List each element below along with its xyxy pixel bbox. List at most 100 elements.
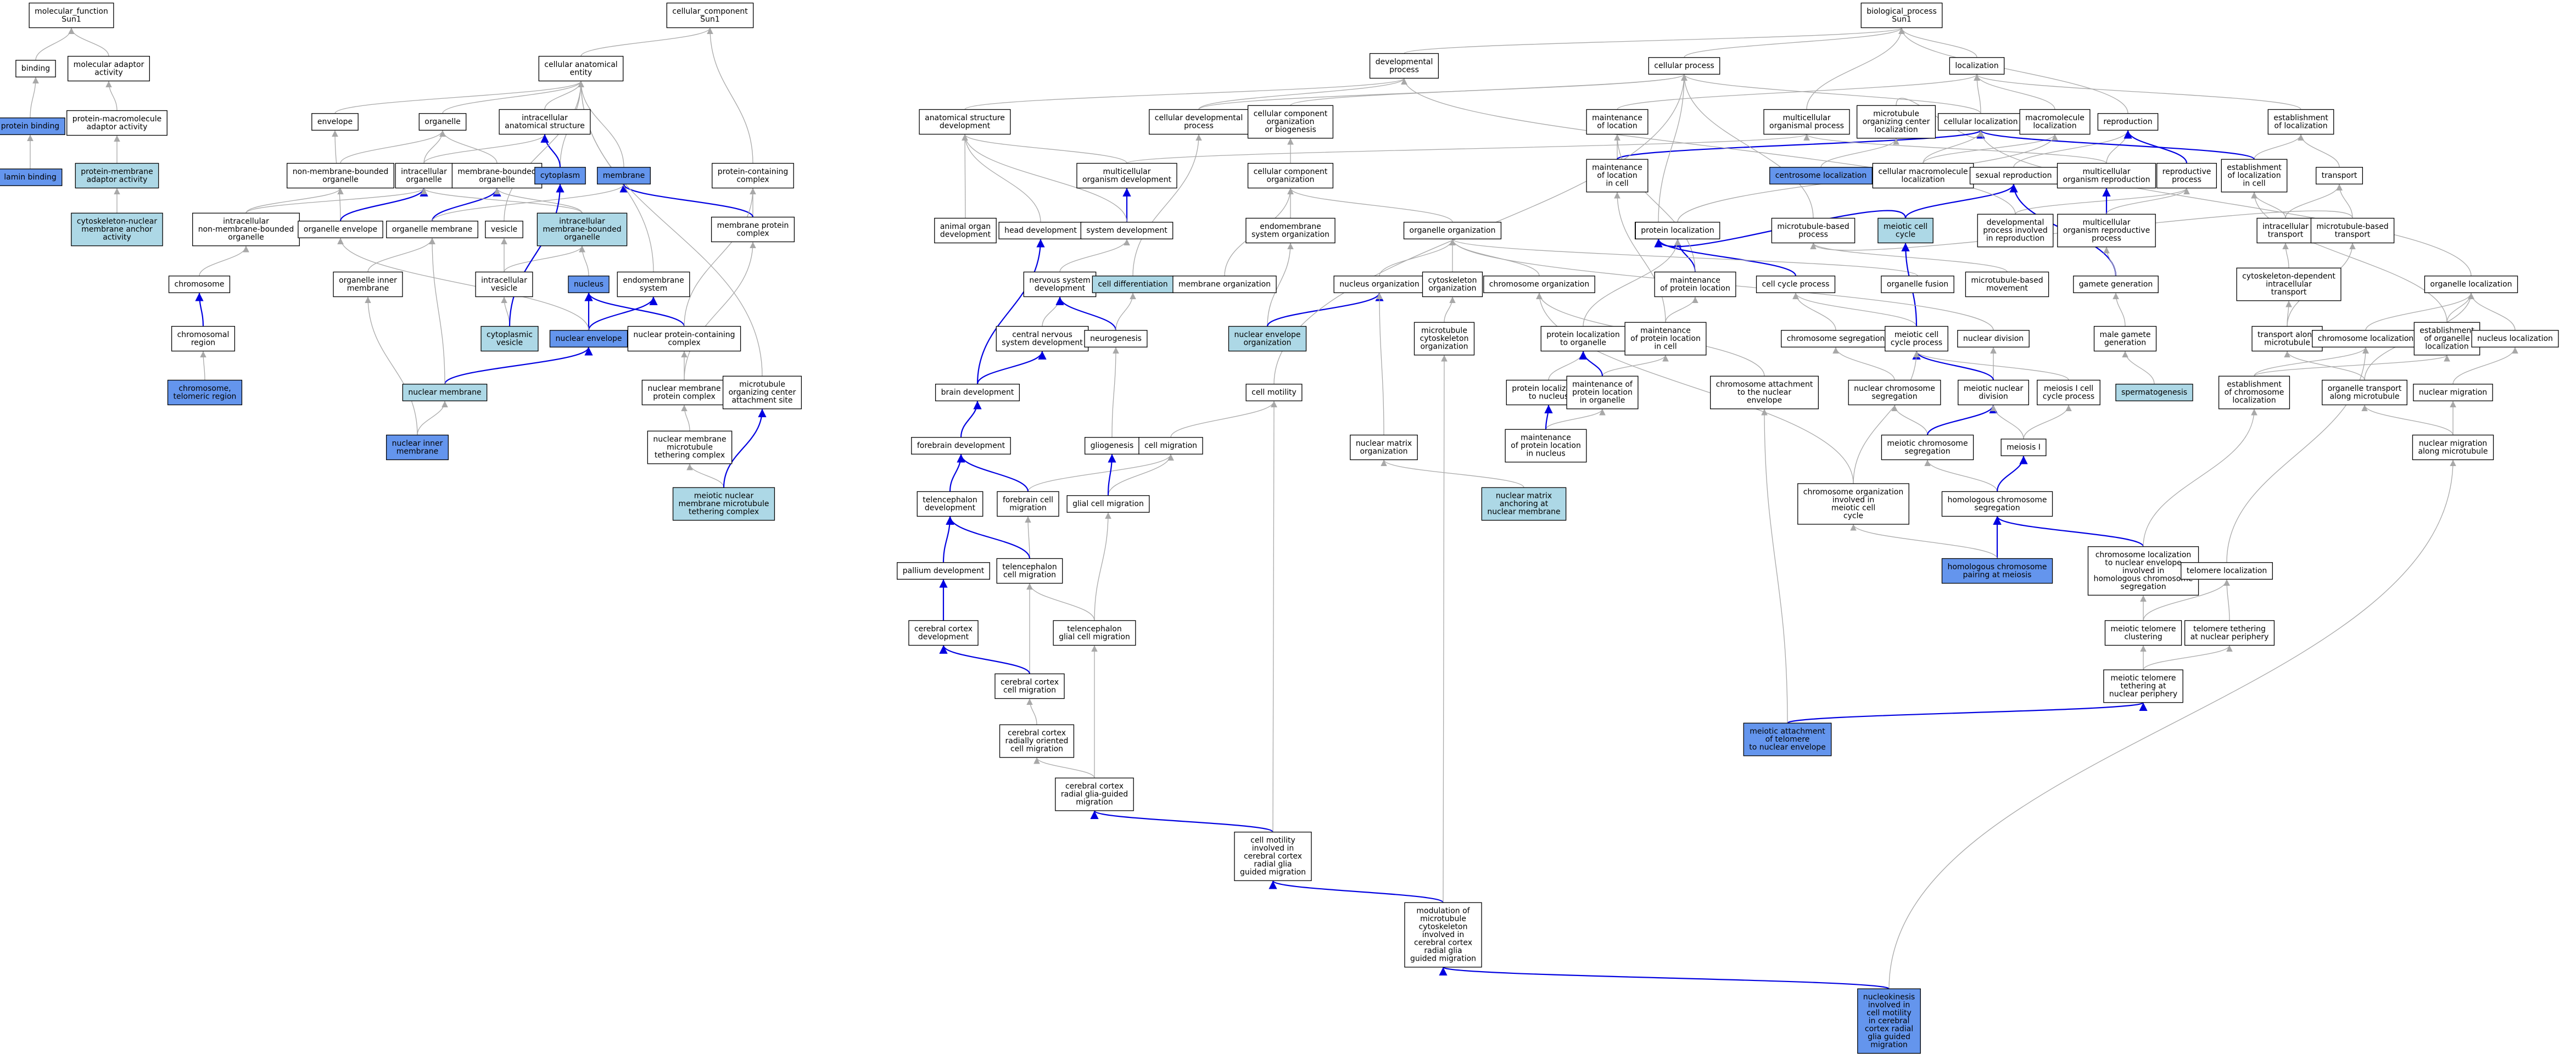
- go-term-node[interactable]: vesicle: [485, 221, 523, 238]
- go-term-node[interactable]: binding: [15, 60, 56, 77]
- go-term-node[interactable]: gamete generation: [2073, 276, 2159, 293]
- go-term-node[interactable]: organelle: [418, 113, 467, 131]
- go-term-node[interactable]: cellular process: [1648, 57, 1720, 75]
- go-term-node[interactable]: cell migration: [1138, 437, 1203, 455]
- go-term-node[interactable]: chromosome organization: [1483, 276, 1595, 293]
- go-term-node[interactable]: nuclear membrane: [402, 384, 488, 401]
- go-term-node[interactable]: localization: [1949, 57, 2005, 75]
- go-term-node[interactable]: envelope: [311, 113, 359, 131]
- go-term-node[interactable]: pallium development: [897, 562, 990, 580]
- go-term-node[interactable]: organelle fusion: [1881, 276, 1954, 293]
- go-term-node[interactable]: cellular localization: [1937, 113, 2024, 131]
- go-term-node[interactable]: glial cell migration: [1066, 495, 1150, 513]
- go-term-node[interactable]: cell cycle process: [1756, 276, 1836, 293]
- go-term-node[interactable]: reproduction: [2097, 113, 2159, 131]
- go-term-node[interactable]: spermatogenesis: [2115, 384, 2193, 401]
- go-term-node[interactable]: organelle membrane: [386, 221, 478, 238]
- go-term-node[interactable]: transport: [2315, 167, 2363, 184]
- go-term-node[interactable]: cytoplasm: [534, 167, 586, 184]
- go-term-node[interactable]: nucleus organization: [1333, 276, 1426, 293]
- go-term-node[interactable]: nuclear division: [1957, 330, 2030, 347]
- go-term-node[interactable]: nuclear envelope: [549, 330, 628, 347]
- go-term-node[interactable]: chromosome: [168, 276, 231, 293]
- go-term-node[interactable]: neurogenesis: [1084, 330, 1148, 347]
- go-term-node[interactable]: head development: [998, 222, 1083, 239]
- go-term-node[interactable]: nucleus: [568, 276, 610, 293]
- go-term-node[interactable]: membrane organization: [1172, 276, 1277, 293]
- go-term-node[interactable]: gliogenesis: [1084, 437, 1140, 455]
- go-term-node[interactable]: organelle localization: [2424, 276, 2518, 293]
- go-term-node[interactable]: centrosome localization: [1769, 167, 1873, 184]
- go-term-node[interactable]: protein binding: [0, 117, 65, 135]
- go-term-node[interactable]: sexual reproduction: [1969, 167, 2058, 184]
- go-term-node[interactable]: nucleus localization: [2471, 330, 2559, 347]
- go-term-node[interactable]: chromosome segregation: [1781, 330, 1891, 347]
- go-term-node[interactable]: system development: [1080, 222, 1174, 239]
